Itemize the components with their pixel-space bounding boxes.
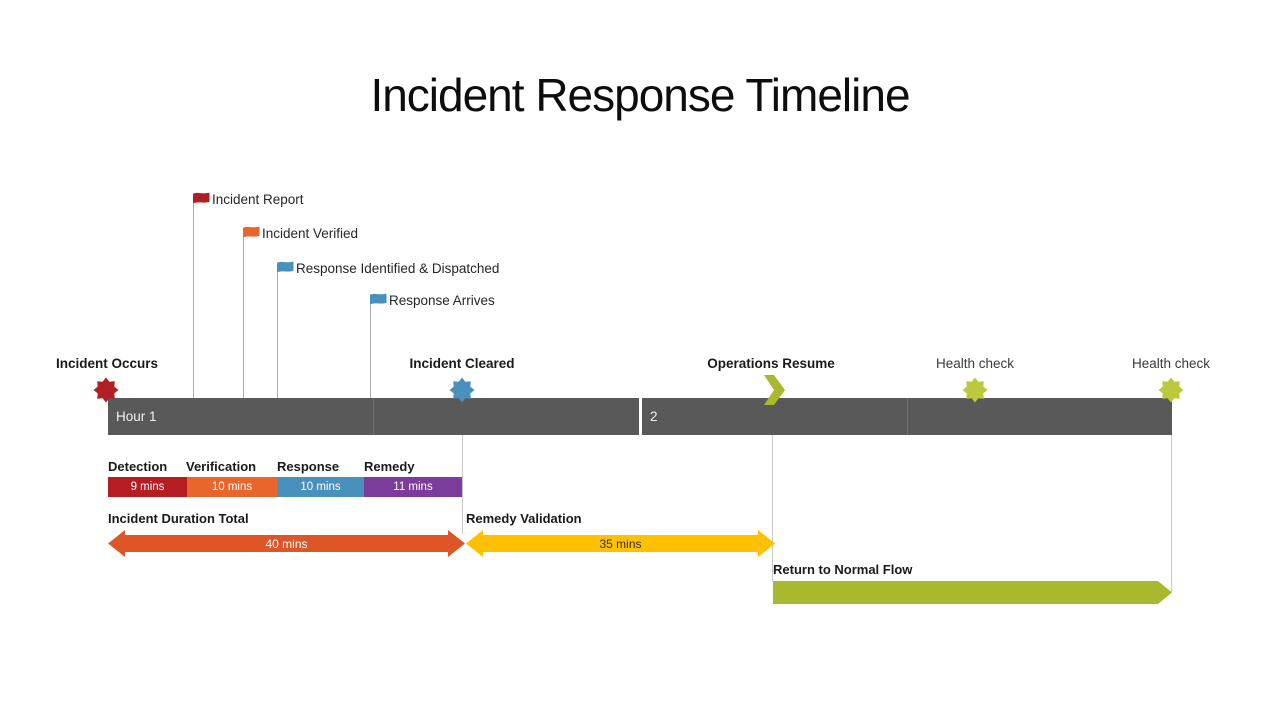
milestone-connector [1171, 435, 1172, 592]
milestone-label: Health check [1131, 356, 1211, 371]
task-label: Detection [108, 459, 168, 474]
segment-label: Hour 1 [116, 409, 157, 424]
duration-arrow: 40 mins [108, 530, 465, 557]
milestone-label: Operations Resume [707, 356, 835, 371]
flag-label: Incident Verified [262, 226, 359, 241]
milestone-label: Incident Occurs [55, 356, 159, 371]
double-arrow-icon [108, 530, 465, 557]
flag-icon [193, 192, 210, 204]
flag-label: Incident Report [212, 192, 304, 207]
duration-arrow [773, 581, 1172, 604]
segment-label: 2 [650, 409, 658, 424]
timescale-segment: 2 [642, 398, 1172, 435]
page-title: Incident Response Timeline [370, 69, 910, 121]
star-icon [962, 377, 988, 403]
span-label: Remedy Validation [466, 511, 582, 526]
flag-pole [370, 295, 371, 398]
task-bar: 10 mins [277, 477, 364, 497]
task-label: Response [277, 459, 340, 474]
duration-value [773, 581, 1172, 604]
star-icon [1158, 377, 1184, 403]
milestone-connector [772, 435, 773, 581]
segment-midtick [907, 398, 908, 435]
flag-icon [243, 226, 260, 238]
duration-arrow: 35 mins [466, 530, 775, 557]
task-duration: 11 mins [393, 481, 433, 493]
duration-value: 35 mins [599, 536, 642, 551]
task-duration: 9 mins [130, 481, 165, 493]
timescale-segment: Hour 1 [108, 398, 639, 435]
flag-label: Response Identified & Dispatched [296, 261, 500, 276]
star-icon [93, 377, 119, 403]
task-label: Verification [186, 459, 257, 474]
duration-value: 40 mins [265, 536, 308, 551]
right-arrow-icon [773, 581, 1172, 604]
task-label: Remedy [364, 459, 415, 474]
flag-icon [370, 293, 387, 305]
task-duration: 10 mins [211, 481, 253, 493]
task-bar: 9 mins [108, 477, 187, 497]
flag-icon [277, 261, 294, 273]
flag-pole [277, 263, 278, 398]
flag-label: Response Arrives [389, 293, 495, 308]
milestone-label: Health check [935, 356, 1015, 371]
span-label: Return to Normal Flow [773, 562, 913, 577]
task-bar: 11 mins [364, 477, 462, 497]
milestone-connector [462, 435, 463, 534]
double-arrow-icon [466, 530, 775, 557]
milestone-label: Incident Cleared [409, 356, 515, 371]
task-duration: 10 mins [300, 481, 341, 493]
flag-pole [193, 194, 194, 398]
chevron-icon [764, 375, 785, 405]
span-label: Incident Duration Total [108, 511, 249, 526]
flag-pole [243, 228, 244, 398]
segment-midtick [373, 398, 374, 435]
task-bar: 10 mins [187, 477, 277, 497]
star-icon [449, 377, 475, 403]
